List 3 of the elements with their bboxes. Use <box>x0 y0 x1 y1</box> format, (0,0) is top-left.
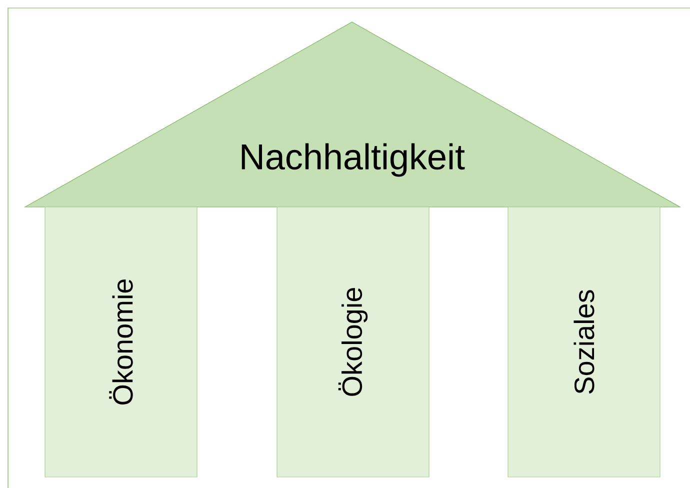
pillar-box: Ökologie <box>276 206 430 478</box>
pillar-box: Ökonomie <box>44 206 198 478</box>
pillar-box: Soziales <box>508 206 660 478</box>
